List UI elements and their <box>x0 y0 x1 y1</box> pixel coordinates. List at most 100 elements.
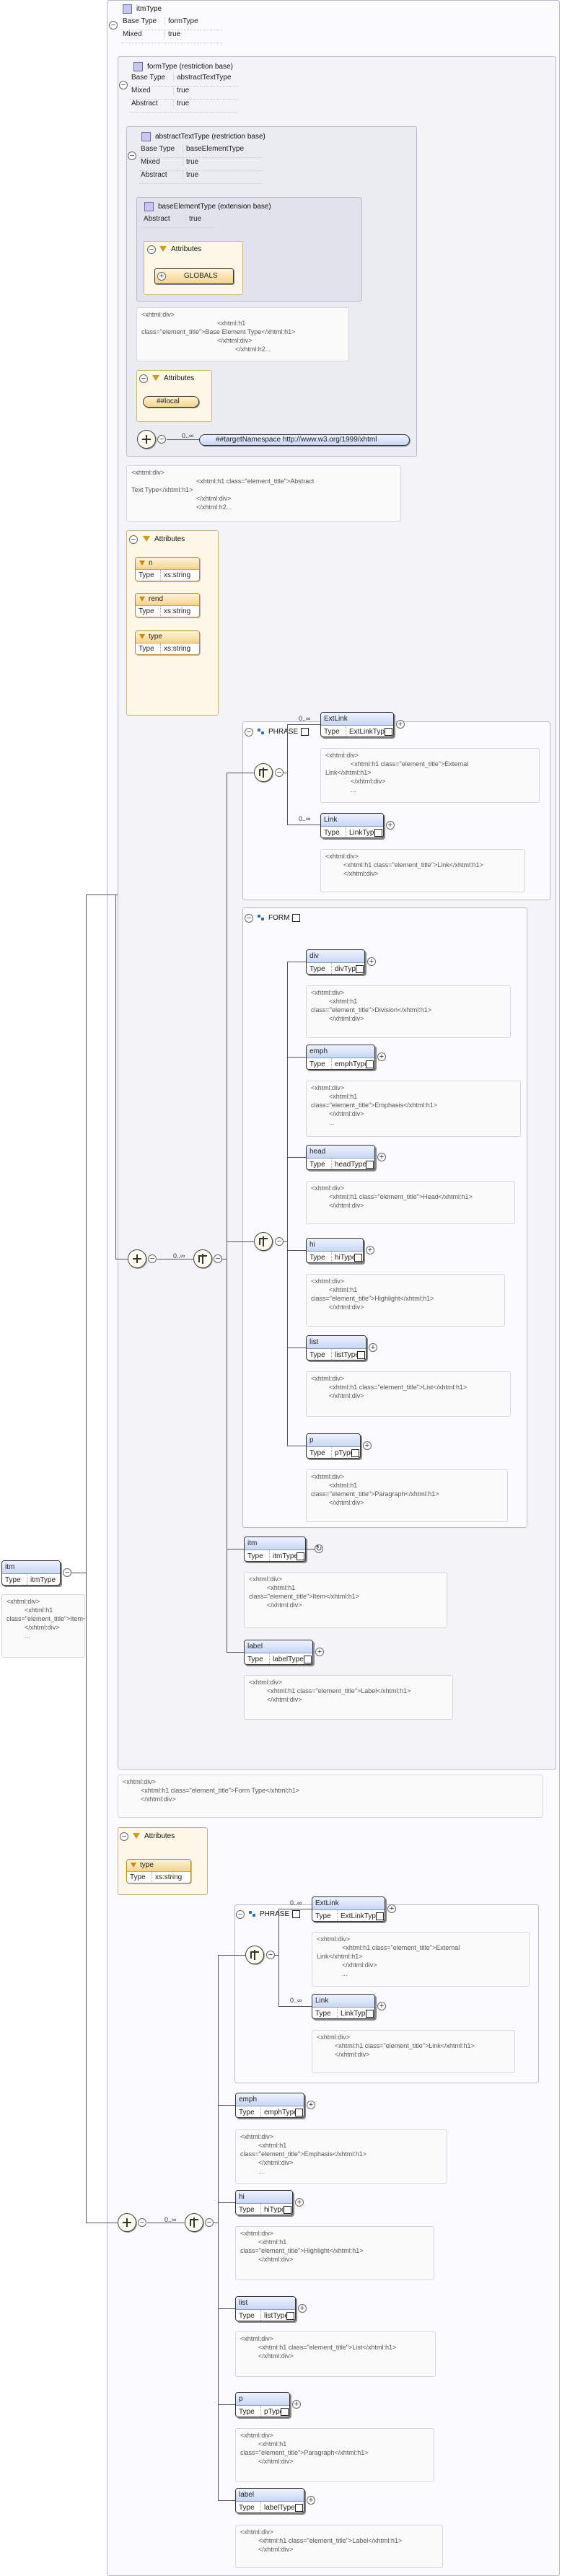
phrase-group-title: PHRASE <box>258 728 309 736</box>
expand-icon[interactable]: + <box>307 2496 315 2505</box>
link-icon[interactable] <box>301 728 309 736</box>
collapse-icon[interactable]: − <box>214 1254 222 1263</box>
choice-icon[interactable] <box>254 1232 273 1251</box>
expand-icon[interactable]: + <box>298 2304 307 2313</box>
collapse-icon[interactable]: − <box>147 245 156 254</box>
doc-p: <xhtml:div> <xhtml:h1 class="element_tit… <box>306 1469 508 1522</box>
collapse-icon[interactable]: − <box>109 21 118 30</box>
sequence-icon[interactable] <box>128 1249 146 1268</box>
recursion-icon[interactable]: ↻ <box>315 1544 323 1553</box>
local-any-attribute[interactable]: ##local <box>143 396 199 408</box>
group-icon <box>258 915 265 921</box>
collapse-icon[interactable]: − <box>275 768 284 777</box>
expand-icon[interactable]: + <box>386 821 395 830</box>
doc-extlink: <xhtml:div> <xhtml:h1 class="element_tit… <box>320 748 540 803</box>
link-icon[interactable] <box>292 1910 301 1918</box>
expand-icon[interactable]: + <box>367 957 376 966</box>
globals-attribute-group[interactable]: GLOBALS <box>154 268 234 284</box>
link-icon[interactable] <box>292 914 301 922</box>
doc-p: <xhtml:div> <xhtml:h1 class="element_tit… <box>235 2428 434 2482</box>
sequence-icon[interactable] <box>137 430 156 449</box>
collapse-icon[interactable]: − <box>119 81 128 89</box>
collapse-icon[interactable]: − <box>129 535 138 544</box>
expand-icon[interactable]: + <box>369 1343 377 1352</box>
doc-list: <xhtml:div> <xhtml:h1 class="element_tit… <box>235 2331 436 2377</box>
doc-emph: <xhtml:div> <xhtml:h1 class="element_tit… <box>235 2129 447 2184</box>
collapse-icon[interactable]: − <box>138 2218 146 2227</box>
collapse-icon[interactable]: − <box>275 1237 284 1246</box>
attribute-icon <box>133 1833 140 1839</box>
choice-icon[interactable] <box>185 2213 203 2232</box>
collapse-icon[interactable]: − <box>157 435 166 444</box>
doc-div: <xhtml:div> <xhtml:h1 class="element_tit… <box>306 985 511 1038</box>
collapse-icon[interactable]: − <box>120 1832 128 1841</box>
complex-type-icon <box>144 202 154 211</box>
choice-icon[interactable] <box>245 1946 264 1964</box>
doc-label: <xhtml:div> <xhtml:h1 class="element_tit… <box>244 1675 453 1720</box>
collapse-icon[interactable]: − <box>148 1254 157 1263</box>
expand-icon[interactable]: + <box>377 2002 386 2010</box>
expand-icon[interactable]: + <box>377 1153 386 1161</box>
group-icon <box>258 729 265 735</box>
group-icon <box>249 1911 256 1917</box>
multiplicity: 0..∞ <box>290 1997 302 2004</box>
multiplicity: 0..∞ <box>173 1252 185 1260</box>
choice-icon[interactable] <box>254 763 273 782</box>
expand-icon[interactable]: + <box>366 1246 374 1254</box>
doc-base-element: <xhtml:div> <xhtml:h1 class="element_tit… <box>136 307 349 361</box>
any-element-target-namespace[interactable]: ##targetNamespace http://www.w3.org/1999… <box>199 434 410 446</box>
multiplicity: 0..∞ <box>164 2216 177 2223</box>
collapse-icon[interactable]: − <box>236 1910 245 1919</box>
multiplicity: 0..∞ <box>182 432 194 439</box>
expand-icon[interactable]: + <box>307 2101 315 2109</box>
choice-icon[interactable] <box>193 1249 212 1268</box>
complex-type-icon <box>123 4 132 14</box>
expand-icon[interactable]: + <box>295 2198 304 2207</box>
expand-icon[interactable]: + <box>363 1441 372 1450</box>
expand-icon[interactable]: + <box>377 1052 386 1061</box>
collapse-icon[interactable]: − <box>245 728 253 737</box>
expand-icon[interactable]: + <box>396 720 405 729</box>
sequence-icon[interactable] <box>118 2213 136 2232</box>
collapse-icon[interactable]: − <box>139 374 148 383</box>
collapse-icon[interactable]: − <box>63 1568 71 1577</box>
doc-label: <xhtml:div> <xhtml:h1 class="element_tit… <box>235 2525 443 2568</box>
expand-icon[interactable]: + <box>387 1904 396 1913</box>
doc-link: <xhtml:div> <xhtml:h1 class="element_tit… <box>312 2030 515 2073</box>
expand-icon[interactable]: + <box>157 272 166 281</box>
doc-abstract-text: <xhtml:div> <xhtml:h1 class="element_tit… <box>126 465 401 522</box>
expand-icon[interactable]: + <box>292 2400 301 2409</box>
collapse-icon[interactable]: − <box>266 1951 275 1959</box>
collapse-icon[interactable]: − <box>205 2218 214 2227</box>
phrase-group-title: PHRASE <box>249 1910 301 1918</box>
multiplicity: 0..∞ <box>290 1899 302 1907</box>
collapse-icon[interactable]: − <box>245 914 253 923</box>
attributes-label: Attributes <box>159 245 201 253</box>
collapse-icon[interactable]: − <box>128 151 136 160</box>
expand-icon[interactable]: + <box>315 1648 324 1656</box>
